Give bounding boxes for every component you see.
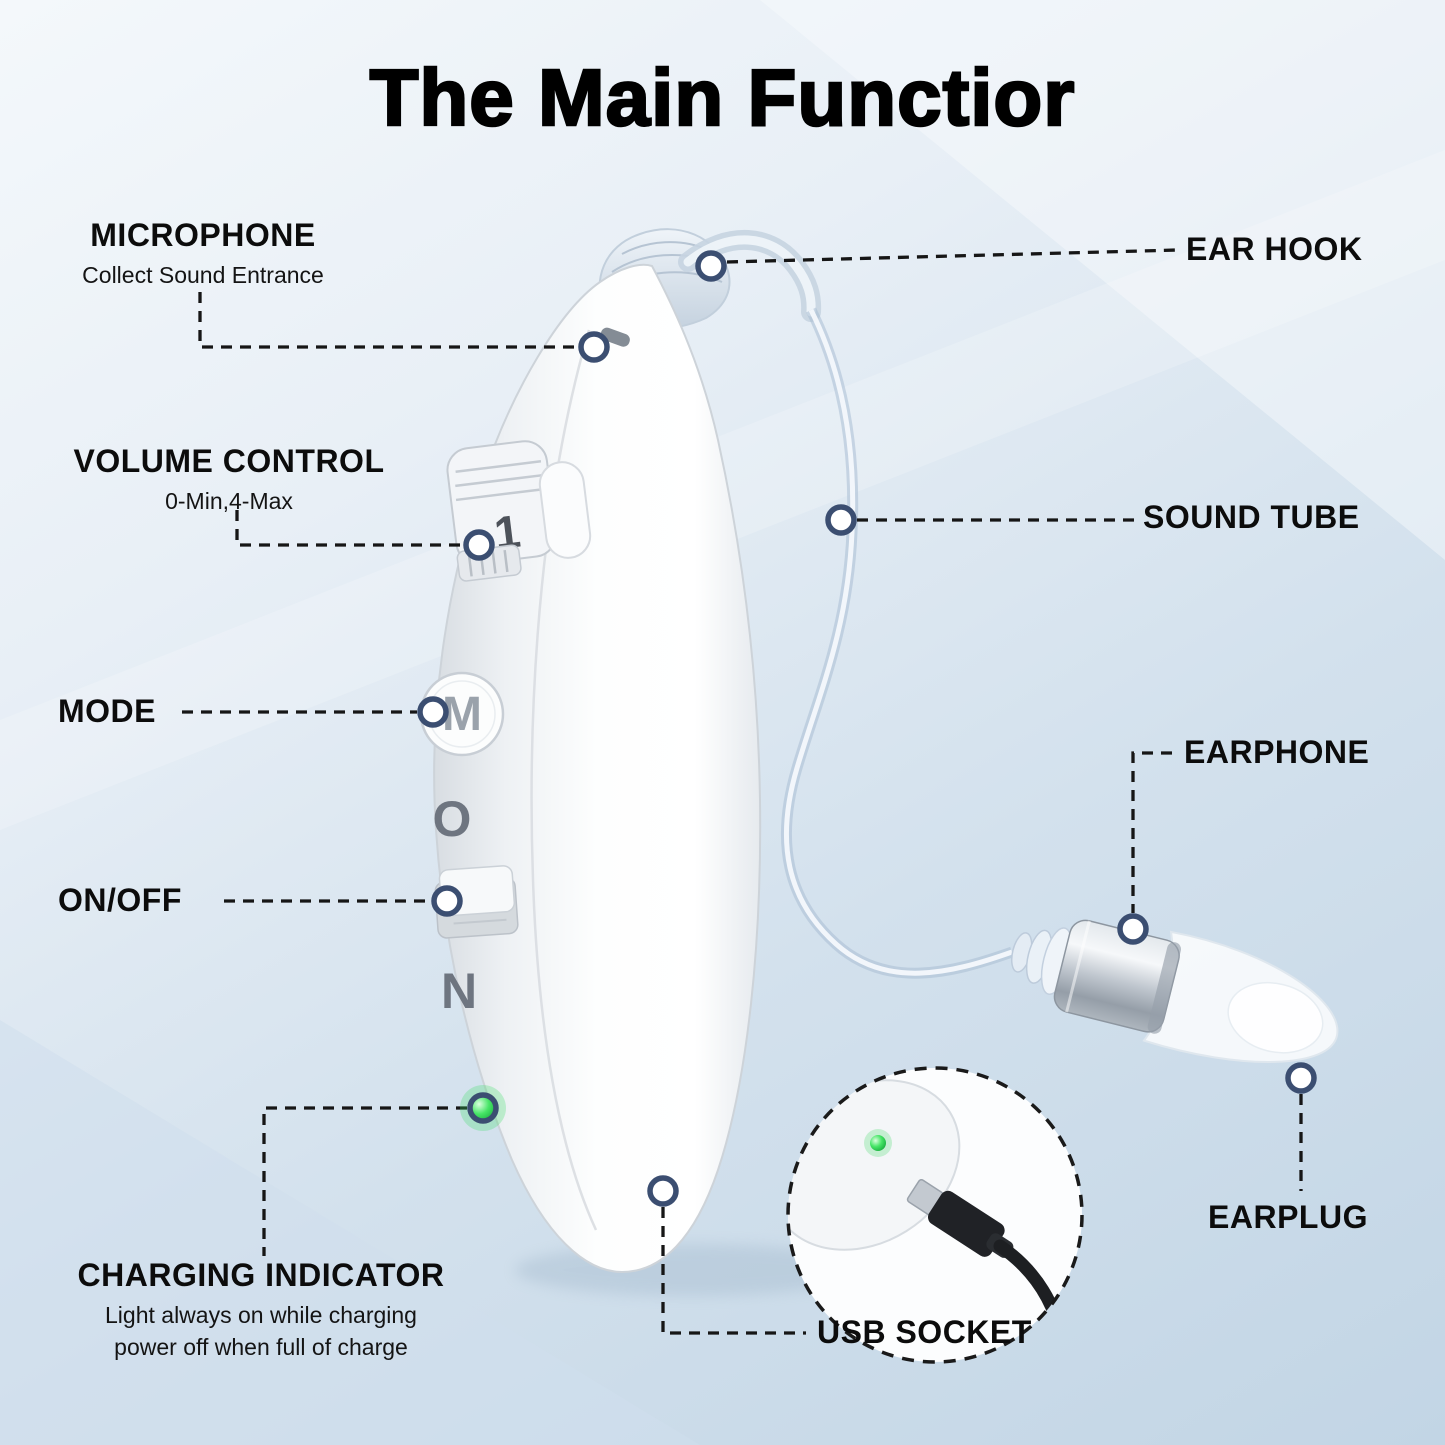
charging-indicator-subline1: Light always on while charging [105,1302,417,1328]
volume-wheel-cap [538,461,592,559]
callout-charging-indicator: CHARGING INDICATOR Light always on while… [45,1257,477,1363]
leader-earphone [1131,751,1172,913]
marker-sound-tube [825,504,857,536]
marker-microphone [578,331,610,363]
leader-charging [262,1106,467,1256]
charging-indicator-label: CHARGING INDICATOR [77,1257,445,1293]
microphone-sublabel: Collect Sound Entrance [82,262,324,288]
volume-control-sublabel: 0-Min,4-Max [165,488,293,514]
ear-hook-label: EAR HOOK [1186,231,1363,267]
leader-lines [182,248,1303,1335]
marker-earphone [1117,913,1149,945]
marker-on-off [431,885,463,917]
volume-control-label: VOLUME CONTROL [73,443,385,479]
ear-hook [678,230,822,322]
leader-microphone [198,292,578,349]
sound-tube-label: SOUND TUBE [1143,499,1360,535]
switch-letter-n: N [441,963,477,1019]
callout-volume-control: VOLUME CONTROL 0-Min,4-Max [53,443,405,517]
marker-earplug [1285,1062,1317,1094]
marker-volume [463,529,495,561]
earplug-tip [1227,982,1324,1054]
mode-button: M [419,671,505,757]
marker-ear-hook [695,250,727,282]
usb-socket-label: USB SOCKET [817,1314,1032,1350]
mode-letter: M [442,688,482,741]
page-title: The Main Functior [368,52,1076,144]
earplug-label: EARPLUG [1208,1199,1368,1235]
marker-usb [647,1175,679,1207]
leader-usb [661,1207,806,1335]
charging-led [467,1092,499,1124]
microphone-label: MICROPHONE [90,217,316,253]
sound-tube [780,307,1014,979]
inset-charging-led [870,1135,886,1151]
mode-label: MODE [58,693,156,729]
microphone-slot [600,327,630,347]
charging-indicator-subline2: power off when full of charge [114,1333,408,1360]
earphone-label: EARPHONE [1184,734,1370,770]
earphone-assembly [1010,919,1339,1063]
usb-inset [786,1066,1084,1364]
usb-plug [906,1178,1014,1258]
on-off-label: ON/OFF [58,882,182,918]
switch-letter-o: O [433,791,472,847]
inset-dashed-border [786,1066,1084,1364]
callout-markers [417,250,1317,1207]
callout-microphone: MICROPHONE Collect Sound Entrance [47,217,359,291]
marker-mode [417,696,449,728]
